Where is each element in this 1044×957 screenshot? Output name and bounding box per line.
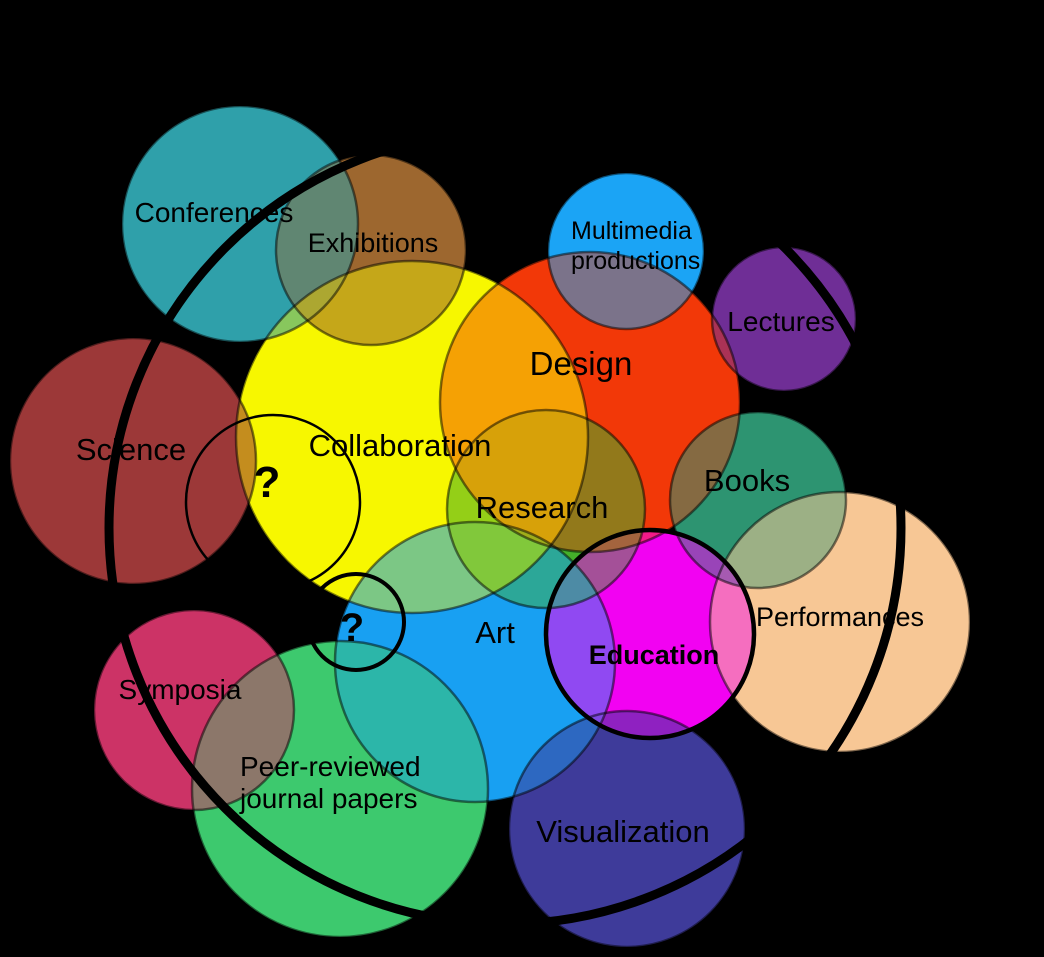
overlap-research-education: [546, 530, 645, 608]
outer-boundary-circle: [104, 127, 906, 929]
circle-research-edge: [445, 408, 647, 610]
circle-visualization: [509, 711, 745, 947]
overlap-peer-reviewed-journal-papers-symposia: [192, 641, 294, 810]
circle-symposia: [94, 610, 294, 810]
circle-visualization-edge: [507, 709, 747, 949]
overlap-design-collaboration: [440, 261, 588, 552]
label-lectures: Lectures: [727, 306, 834, 337]
circle-design-edge: [438, 250, 742, 554]
circle-conferences: [122, 106, 358, 342]
question-ring-1: [184, 413, 362, 591]
circle-science: [10, 338, 256, 584]
label-collaboration: Collaboration: [309, 428, 492, 463]
overlap-shade: [440, 261, 588, 552]
label-art: Art: [475, 615, 515, 650]
circle-conferences-edge: [120, 104, 360, 344]
label-symposia: Symposia: [119, 674, 242, 705]
circle-art-edge: [333, 520, 617, 804]
circle-science-edge: [8, 336, 258, 586]
label-design: Design: [530, 345, 633, 382]
overlap-shade: [546, 530, 645, 608]
circle-peer-reviewed-journal-papers-edge: [190, 639, 490, 939]
circle-performances: [710, 492, 970, 752]
label-education: Education: [589, 640, 720, 670]
overlap-shade: [192, 641, 294, 810]
label-conferences: Conferences: [135, 197, 294, 228]
circle-books-edge: [668, 410, 848, 590]
circle-education: [546, 530, 754, 738]
circle-collaboration-edge: [234, 259, 590, 615]
circle-multimedia-productions: [548, 173, 704, 329]
label-books: Books: [704, 463, 790, 498]
overlap-shade: [276, 155, 358, 342]
circle-symposia-edge: [92, 608, 296, 812]
label-research: Research: [476, 490, 609, 525]
label-performances: Performances: [756, 602, 924, 632]
overlap-exhibitions-conferences: [276, 155, 358, 342]
circle-education-edge: [543, 527, 757, 741]
question-ring-2: [306, 572, 406, 672]
label-question-ring-2: ?: [340, 606, 364, 650]
label-science: Science: [76, 432, 186, 467]
circle-performances-edge: [708, 490, 972, 754]
overlap-design-research: [447, 410, 645, 552]
label-exhibitions: Exhibitions: [308, 228, 439, 258]
label-visualization: Visualization: [536, 814, 709, 849]
overlap-shade: [447, 410, 645, 552]
circle-multimedia-productions-edge: [546, 171, 706, 331]
label-question-ring-1: ?: [254, 458, 281, 507]
